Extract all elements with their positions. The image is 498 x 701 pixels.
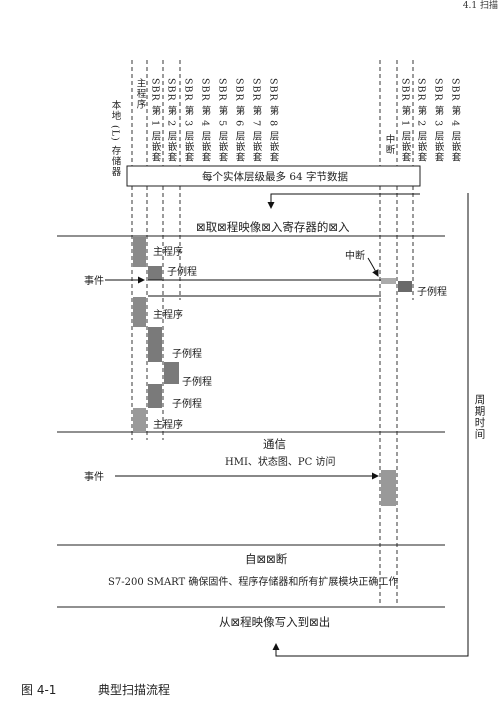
lane-label-left-0: 主程序 <box>134 78 146 110</box>
subroutine-label-1: 子例程 <box>167 267 197 278</box>
section-read-inputs: ⊠取⊠程映像⊠入寄存器的⊠入 <box>196 220 350 234</box>
subroutine-label-4: 子例程 <box>172 399 202 410</box>
local-storage-box-text: 每个实体层级最多 64 字节数据 <box>202 171 349 183</box>
lane-label-left-4: SBR 第 4 层嵌套 <box>199 78 211 163</box>
self-diagnostics-subtitle: S7-200 SMART 确保固件、程序存储器和所有扩展模块正确工作 <box>108 577 399 588</box>
main-program-label-1: 主程序 <box>153 247 183 258</box>
subroutine-label-2: 子例程 <box>172 349 202 360</box>
lane-label-left-5: SBR 第 5 层嵌套 <box>216 78 228 163</box>
lane-label-left-1: SBR 第 1 层嵌套 <box>149 78 161 163</box>
section-write-outputs: 从⊠程映像写入到⊠出 <box>219 615 331 629</box>
interrupt-label: 中断 <box>345 251 365 262</box>
figure-number: 图 4-1 <box>21 683 57 697</box>
section-self-diagnostics: 自⊠⊠断 <box>245 552 288 566</box>
section-communication: 通信 <box>263 437 286 451</box>
page-header: 4.1 扫描 <box>462 1 498 11</box>
main-program-label-2: 主程序 <box>153 310 183 321</box>
lane-label-right-2: SBR 第 2 层嵌套 <box>415 78 427 163</box>
communication-subtitle: HMI、状态图、PC 访问 <box>225 457 336 468</box>
flow-lines <box>105 193 469 657</box>
local-storage-label: 本地 (L) 存储器 <box>109 100 121 178</box>
lane-label-left-7: SBR 第 7 层嵌套 <box>250 78 262 163</box>
lane-label-right-0: 中断 <box>383 134 395 155</box>
subroutine-label-3: 子例程 <box>182 377 212 388</box>
lane-label-left-8: SBR 第 8 层嵌套 <box>267 78 279 163</box>
figure-caption: 典型扫描流程 <box>98 683 171 697</box>
lane-label-right-4: SBR 第 4 层嵌套 <box>449 78 461 163</box>
lane-label-right-1: SBR 第 1 层嵌套 <box>399 78 411 163</box>
subroutine-label-interrupt: 子例程 <box>417 287 447 298</box>
lane-label-right-3: SBR 第 3 层嵌套 <box>432 78 444 163</box>
event-label-1: 事件 <box>84 276 104 287</box>
lane-label-left-6: SBR 第 6 层嵌套 <box>233 78 245 163</box>
execution-blocks <box>133 237 412 506</box>
event-label-2: 事件 <box>84 472 104 483</box>
lane-label-left-3: SBR 第 3 层嵌套 <box>182 78 194 163</box>
lane-label-left-2: SBR 第 2 层嵌套 <box>165 78 177 163</box>
section-rules <box>57 235 445 608</box>
main-program-label-3: 主程序 <box>153 420 183 431</box>
cycle-time-label: 周期时间 <box>473 394 486 440</box>
local-storage-box <box>126 165 421 187</box>
